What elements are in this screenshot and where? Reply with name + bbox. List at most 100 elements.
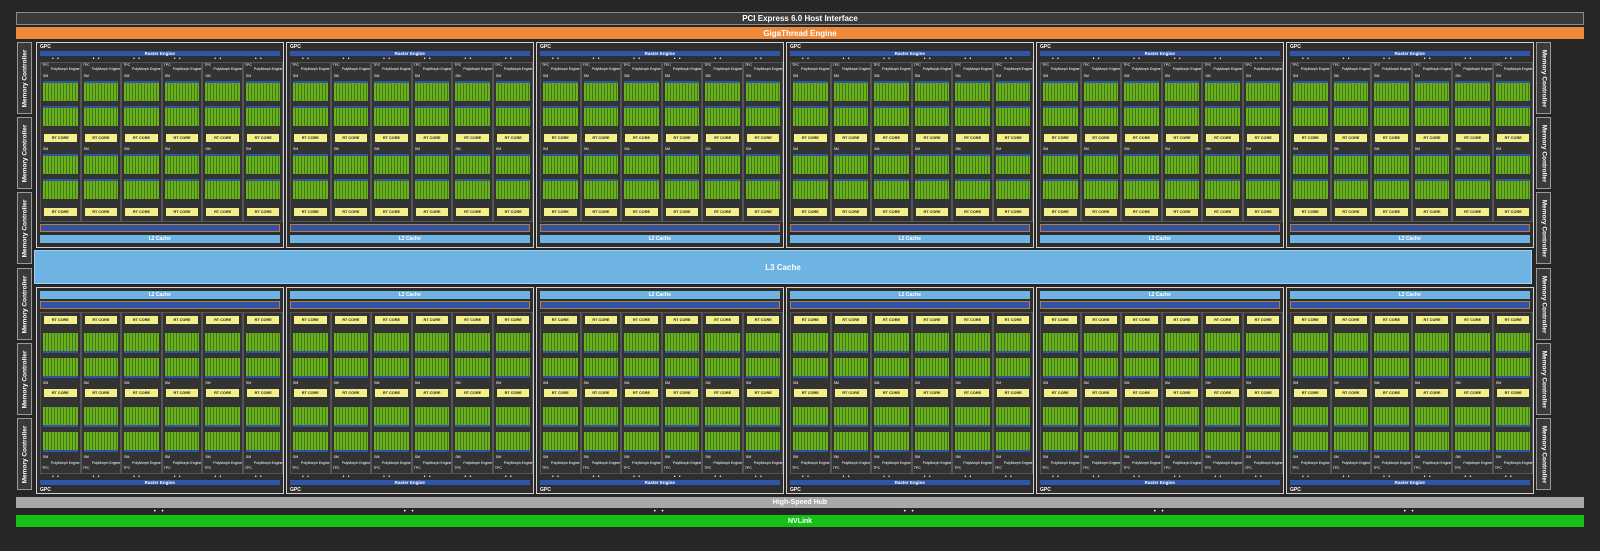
link-dots: • •	[133, 56, 142, 62]
cuda-core-block	[955, 154, 990, 174]
cuda-core-block	[245, 358, 281, 378]
tpc-title: TPC	[1123, 63, 1131, 67]
sm-label: SM	[705, 147, 711, 151]
link-dots: • •	[673, 56, 682, 62]
rt-core: RT CORE	[496, 316, 530, 324]
link-dots: • •	[903, 509, 916, 515]
polymorph-engine: PolyMorph Engine	[91, 461, 121, 465]
tpc-title: TPC	[994, 466, 1002, 470]
raster-engine: Raster Engine	[540, 480, 780, 485]
cuda-core-block b	[833, 333, 869, 353]
rt-core: RT CORE	[1206, 316, 1239, 324]
memory-controller: Memory Controller	[17, 268, 32, 340]
sm-label: SM	[1374, 74, 1380, 78]
cuda-core-block	[1205, 81, 1240, 101]
link-dots: • •	[133, 474, 142, 480]
cuda-core-block	[1293, 154, 1328, 174]
sm-label: SM	[1245, 455, 1252, 459]
sm-label: SM	[374, 147, 380, 151]
sm-label: SM	[664, 74, 670, 78]
polymorph-engine: PolyMorph Engine	[1382, 67, 1411, 71]
cuda-core-block	[124, 81, 159, 101]
cuda-core-block	[745, 81, 781, 101]
cuda-core-block	[1205, 358, 1240, 378]
cuda-core-block	[745, 358, 781, 378]
rt-core: RT CORE	[84, 316, 118, 324]
polymorph-engine: PolyMorph Engine	[301, 67, 330, 71]
polymorph-engine: PolyMorph Engine	[753, 67, 783, 71]
polymorph-engine: PolyMorph Engine	[422, 67, 452, 71]
sm-label: SM	[1414, 74, 1420, 78]
link-dots: • •	[1052, 56, 1060, 62]
link-dots: • •	[1464, 56, 1473, 62]
rt-core: RT CORE	[44, 134, 77, 142]
cuda-core-block	[793, 106, 828, 126]
tpc-title: TPC	[542, 63, 549, 67]
rt-core: RT CORE	[1334, 389, 1368, 397]
link-dots: • •	[403, 509, 416, 515]
link-dots: • •	[964, 56, 973, 62]
cuda-core-block	[874, 154, 909, 174]
cuda-core-block	[455, 179, 490, 199]
link-dots: • •	[92, 474, 101, 480]
polymorph-engine: PolyMorph Engine	[882, 461, 911, 465]
cuda-core-block b	[1124, 333, 1159, 353]
cuda-core-block	[124, 358, 159, 378]
tpc-title: TPC	[373, 63, 381, 67]
cuda-core-block	[495, 106, 531, 126]
cuda-core-block	[624, 432, 659, 452]
tpc-title: TPC	[582, 466, 590, 470]
sm-label: SM	[1124, 381, 1130, 385]
cuda-core-block	[664, 358, 700, 378]
tpc-title: TPC	[1292, 466, 1299, 470]
cuda-core-block	[245, 179, 281, 199]
rt-core: RT CORE	[294, 389, 327, 397]
cuda-core-block	[1293, 432, 1328, 452]
pcie-label: PCI Express 6.0 Host Interface	[742, 14, 858, 23]
polymorph-engine: PolyMorph Engine	[213, 461, 242, 465]
cuda-core-block	[1414, 81, 1450, 101]
sm-label: SM	[955, 147, 961, 151]
cuda-core-block	[995, 432, 1031, 452]
cuda-core-block	[293, 432, 328, 452]
link-dots: • •	[964, 474, 973, 480]
polymorph-engine: PolyMorph Engine	[591, 461, 621, 465]
rt-core: RT CORE	[996, 134, 1030, 142]
cuda-core-block	[874, 358, 909, 378]
sm-label: SM	[1333, 455, 1339, 459]
tpc-title: TPC	[292, 63, 299, 67]
cuda-core-block	[245, 432, 281, 452]
cuda-core-block	[1164, 154, 1200, 174]
sm-label: SM	[793, 455, 799, 459]
rt-core: RT CORE	[875, 389, 908, 397]
sm-label: SM	[43, 381, 49, 385]
tpc-title: TPC	[1244, 466, 1252, 470]
tpc-title: TPC	[792, 466, 799, 470]
rt-core: RT CORE	[1496, 134, 1530, 142]
l2-cache: L2 Cache	[40, 291, 280, 299]
cuda-core-block b	[664, 333, 700, 353]
tpc-title: TPC	[954, 63, 962, 67]
rt-core: RT CORE	[246, 134, 280, 142]
memory-controller: Memory Controller	[1536, 192, 1551, 264]
sm-label: SM	[833, 455, 839, 459]
raster-engine: Raster Engine	[790, 480, 1030, 485]
cuda-core-block	[374, 179, 409, 199]
sm-label: SM	[914, 147, 920, 151]
sm-label: SM	[1333, 74, 1339, 78]
cuda-core-block	[205, 432, 240, 452]
cuda-core-block	[1455, 179, 1490, 199]
cuda-core-block b	[1083, 333, 1119, 353]
sm-label: SM	[414, 147, 420, 151]
cuda-core-block	[1293, 81, 1328, 101]
cuda-core-block	[1124, 432, 1159, 452]
